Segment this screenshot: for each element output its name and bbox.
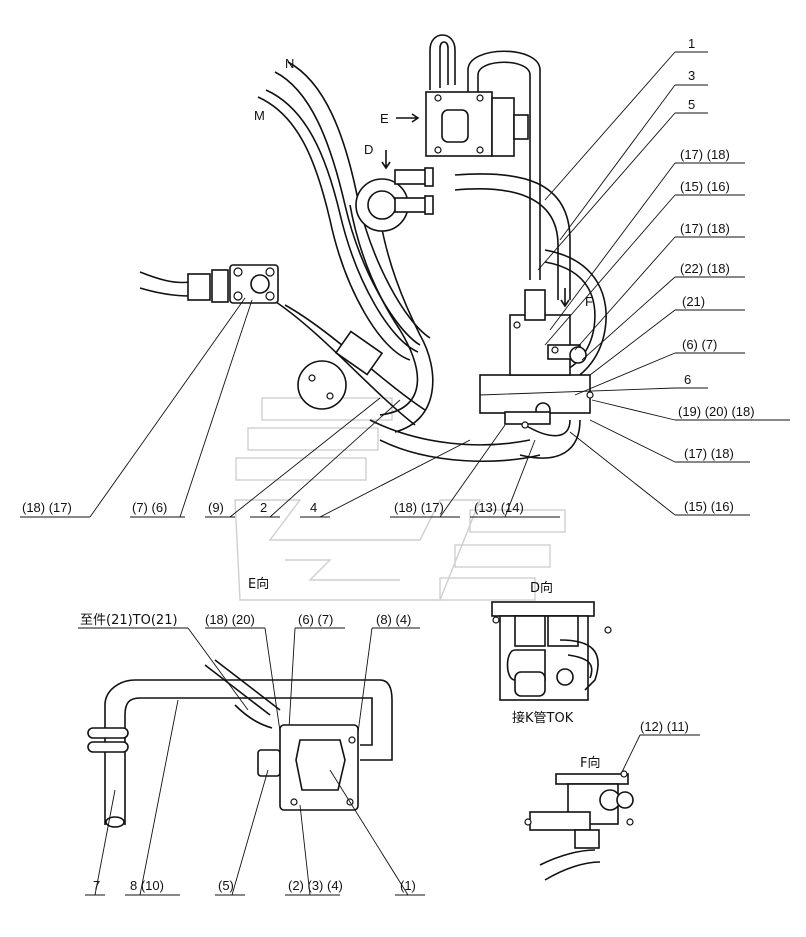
callout-b-4: 4	[310, 500, 317, 515]
pipe-3	[454, 173, 571, 300]
view-f-title: F向	[580, 755, 600, 771]
view-e-title: E向	[248, 576, 269, 592]
view-e-top-1: (18) (20)	[205, 612, 255, 627]
flange-mid	[297, 360, 347, 410]
pipe-2	[349, 204, 419, 416]
view-e-bottom-0: 7	[93, 878, 100, 893]
view-e-elbow	[257, 749, 281, 777]
view-e-clamp	[87, 727, 129, 739]
label-m: M	[254, 108, 265, 123]
left-fitting	[187, 273, 211, 301]
callout-r-11: (17) (18)	[684, 446, 734, 461]
view-d-title: D向	[530, 580, 553, 596]
watermark	[234, 397, 566, 601]
hose-m	[257, 96, 411, 361]
callout-b-2: (9)	[208, 500, 224, 515]
main-view: N M E D F 1 3 5 (17) (18) (15) (16) (17)…	[20, 34, 790, 518]
arrow-f	[560, 288, 570, 308]
view-e-bottom-2: (5)	[218, 878, 234, 893]
view-e-top-2: (6) (7)	[298, 612, 333, 627]
callout-r-2: 5	[688, 97, 695, 112]
label-f-arrow: F	[585, 294, 593, 309]
view-e-top-3: (8) (4)	[376, 612, 411, 627]
view-e: E向 至件(21)TO(21) (18) (20) (6) (7) (8) (4…	[78, 576, 425, 896]
callout-b-1: (7) (6)	[132, 500, 167, 515]
view-e-top-0: 至件(21)TO(21)	[80, 613, 178, 628]
arrow-e	[396, 113, 420, 123]
callout-r-7: (21)	[682, 294, 705, 309]
view-f-plate	[555, 773, 629, 785]
callout-r-1: 3	[688, 68, 695, 83]
label-n: N	[285, 56, 294, 71]
view-d-plate	[491, 601, 595, 617]
view-d-note: 接K管TOK	[512, 710, 574, 726]
callout-b-0: (18) (17)	[22, 500, 72, 515]
view-e-bottom-4: (1)	[400, 878, 416, 893]
view-e-bottom-3: (2) (3) (4)	[288, 878, 343, 893]
arrow-d	[381, 150, 391, 170]
callout-r-12: (15) (16)	[684, 499, 734, 514]
callout-r-10: (19) (20) (18)	[678, 404, 755, 419]
callout-r-8: (6) (7)	[682, 337, 717, 352]
callout-b-3: 2	[260, 500, 267, 515]
callout-r-6: (22) (18)	[680, 261, 730, 276]
label-e-arrow: E	[380, 111, 389, 126]
hose-n	[274, 71, 421, 346]
view-e-bottom-1: 8 (10)	[130, 878, 164, 893]
pipe-4	[369, 419, 531, 446]
callout-r-3: (17) (18)	[680, 147, 730, 162]
callout-b-5: (18) (17)	[394, 500, 444, 515]
callout-b-6: (13) (14)	[474, 500, 524, 515]
view-d: D向 接K管TOK	[491, 580, 612, 726]
callout-r-0: 1	[688, 36, 695, 51]
callout-r-9: 6	[684, 372, 691, 387]
pipe-1	[429, 34, 456, 90]
label-d-arrow: D	[364, 142, 373, 157]
callout-r-5: (17) (18)	[680, 221, 730, 236]
callout-r-4: (15) (16)	[680, 179, 730, 194]
bottom-leaders	[20, 297, 560, 518]
view-f: (12) (11) F向	[524, 719, 700, 881]
view-f-label: (12) (11)	[640, 719, 689, 734]
right-leaders	[479, 51, 790, 516]
